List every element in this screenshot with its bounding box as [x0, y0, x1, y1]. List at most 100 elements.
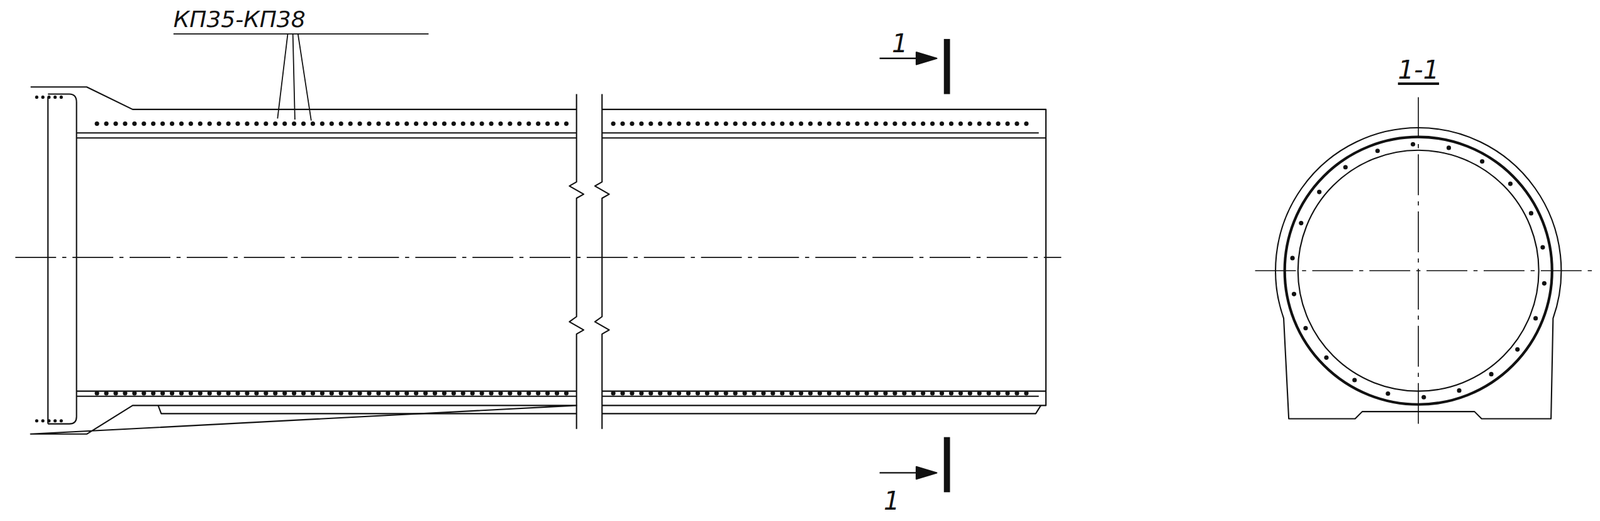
rebar-dot: [376, 121, 381, 126]
rebar-dot: [179, 121, 184, 126]
rebar-dot: [1316, 189, 1322, 195]
rebar-dot: [366, 390, 372, 395]
rebar-dot: [808, 121, 813, 126]
rebar-dot: [263, 390, 268, 395]
rebar-dot: [103, 121, 109, 126]
part-label: КП35-КП38: [173, 8, 306, 31]
rebar-dot: [545, 390, 550, 395]
rebar-dot: [207, 121, 212, 126]
rebar-dot: [686, 390, 691, 395]
rebar-dot: [35, 418, 39, 423]
rebar-dot: [301, 121, 306, 126]
rebar-dot: [291, 121, 297, 126]
rebar-dot: [1291, 291, 1297, 297]
rebar-dot: [188, 121, 194, 126]
rebar-dot: [836, 121, 841, 126]
rebar-dot: [1005, 121, 1010, 126]
rebar-dot: [169, 390, 175, 395]
center-line: [1255, 96, 1592, 429]
rebar-dot: [385, 390, 390, 395]
rebar-dot: [141, 121, 146, 126]
rebar-dot: [638, 121, 644, 126]
rebar-dot: [1542, 281, 1547, 286]
rebar-dot: [366, 121, 372, 126]
rebar-dot: [516, 121, 522, 126]
section-mark: 1: [883, 488, 900, 514]
rebar-dot: [470, 390, 475, 395]
rebar-dot: [432, 390, 438, 395]
rebar-dot: [160, 121, 165, 126]
rebar-dot: [920, 390, 926, 395]
rebar-dot: [272, 390, 278, 395]
rebar-dot: [451, 390, 456, 395]
rebar-dot: [348, 121, 353, 126]
rebar-dot: [1489, 371, 1494, 377]
rebar-dot: [657, 390, 663, 395]
rebar-dot: [977, 390, 982, 395]
rebar-dot: [329, 121, 334, 126]
rebar-dot: [122, 121, 128, 126]
rebar-dot: [855, 390, 860, 395]
rebar-dot: [132, 121, 137, 126]
rebar-dot: [1385, 391, 1390, 396]
rebar-dot: [310, 121, 316, 126]
rebar-dot: [507, 390, 512, 395]
rebar-dot: [254, 121, 259, 126]
rebar-dot: [611, 390, 616, 395]
rebar-dot: [667, 121, 672, 126]
rebar-dot: [479, 121, 485, 126]
rebar-dot: [1540, 245, 1545, 250]
rebar-dot: [695, 390, 700, 395]
rebar-dot: [638, 390, 644, 395]
rebar-dot: [770, 390, 775, 395]
rebar-dot: [53, 418, 57, 423]
rebar-dot: [320, 390, 325, 395]
rebar-dot: [949, 121, 954, 126]
rebar-dot: [338, 390, 344, 395]
rebar-dot: [751, 121, 756, 126]
rebar-dot: [686, 121, 691, 126]
rebar-dot: [535, 121, 541, 126]
rebar-dot: [348, 390, 353, 395]
rebar-dot: [1352, 377, 1357, 382]
rebar-dot: [996, 121, 1001, 126]
rebar-dot: [1533, 315, 1538, 321]
rebar-dot: [488, 121, 494, 126]
rebar-dot: [169, 121, 175, 126]
rebar-dot: [827, 390, 832, 395]
pipe-bore: [76, 132, 1046, 397]
rebar-dot: [423, 390, 428, 395]
rebar-dot: [394, 390, 400, 395]
rebar-dot: [1343, 164, 1348, 170]
rebar-dot: [564, 121, 569, 126]
rebar-dot: [291, 390, 297, 395]
rebar-dot: [404, 390, 409, 395]
rebar-dot: [808, 390, 813, 395]
rebar-dot: [845, 390, 851, 395]
rebar-dot: [817, 390, 823, 395]
rebar-dot: [742, 390, 747, 395]
rebar-dot: [939, 390, 945, 395]
section-bar: [944, 38, 951, 95]
rebar-dot: [59, 418, 63, 423]
rebar-dot: [554, 390, 560, 395]
rebar-dot: [798, 121, 804, 126]
rebar-dot: [198, 390, 203, 395]
rebar-dot: [949, 390, 954, 395]
rebar-dot: [226, 390, 231, 395]
rebar-dot: [442, 121, 447, 126]
rebar-dot: [235, 390, 240, 395]
rebar-dot: [516, 390, 522, 395]
rebar-dot: [357, 121, 363, 126]
rebar-dot: [723, 390, 729, 395]
rebar-dot: [461, 121, 466, 126]
rebar-dot: [714, 121, 719, 126]
rebar-dot: [488, 390, 494, 395]
rebar-dot: [789, 121, 794, 126]
rebar-dot: [1023, 121, 1029, 126]
rebar-dot: [53, 95, 57, 99]
rebar-dot: [47, 95, 51, 99]
rebar-dot: [442, 390, 447, 395]
rebar-dot: [676, 121, 682, 126]
rebar-dot: [883, 121, 888, 126]
